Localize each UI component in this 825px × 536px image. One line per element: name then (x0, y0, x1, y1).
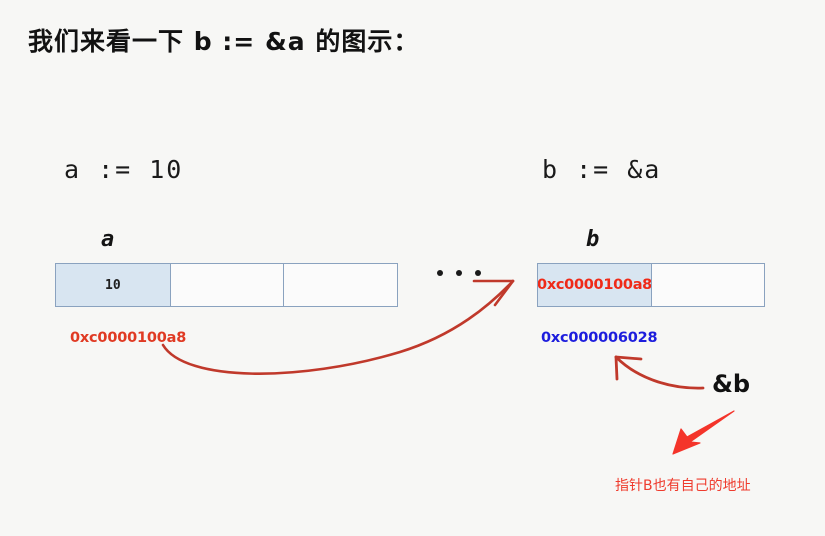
variable-label-a: a (101, 227, 115, 252)
memory-cell: 10 (56, 264, 170, 306)
memory-row-a: 10 (55, 263, 398, 307)
page-title: 我们来看一下 b := &a 的图示： (28, 27, 420, 56)
amp-b-to-b-address-arrow (614, 355, 705, 390)
memory-cell (283, 264, 397, 306)
ellipsis-dots-icon (437, 270, 481, 276)
caption-text: 指针B也有自己的地址 (615, 478, 751, 494)
ellipsis-dot (437, 270, 443, 276)
memory-cell (169, 264, 284, 306)
expression-a: a := 10 (64, 155, 184, 184)
memory-cell-value: 10 (105, 277, 121, 293)
ellipsis-dot (456, 270, 462, 276)
expression-b: b := &a (542, 155, 662, 184)
ellipsis-dot (475, 270, 481, 276)
memory-cell (651, 264, 764, 306)
amp-b-label: &b (712, 370, 751, 398)
amp-b-to-caption-arrow (672, 410, 735, 455)
memory-cell: 0xc0000100a8 (538, 264, 651, 306)
memory-row-b: 0xc0000100a8 (537, 263, 765, 307)
memory-cell-value: 0xc0000100a8 (538, 277, 651, 293)
variable-label-b: b (586, 227, 600, 252)
address-label-b: 0xc000006028 (541, 330, 658, 346)
address-label-a: 0xc0000100a8 (70, 330, 187, 346)
